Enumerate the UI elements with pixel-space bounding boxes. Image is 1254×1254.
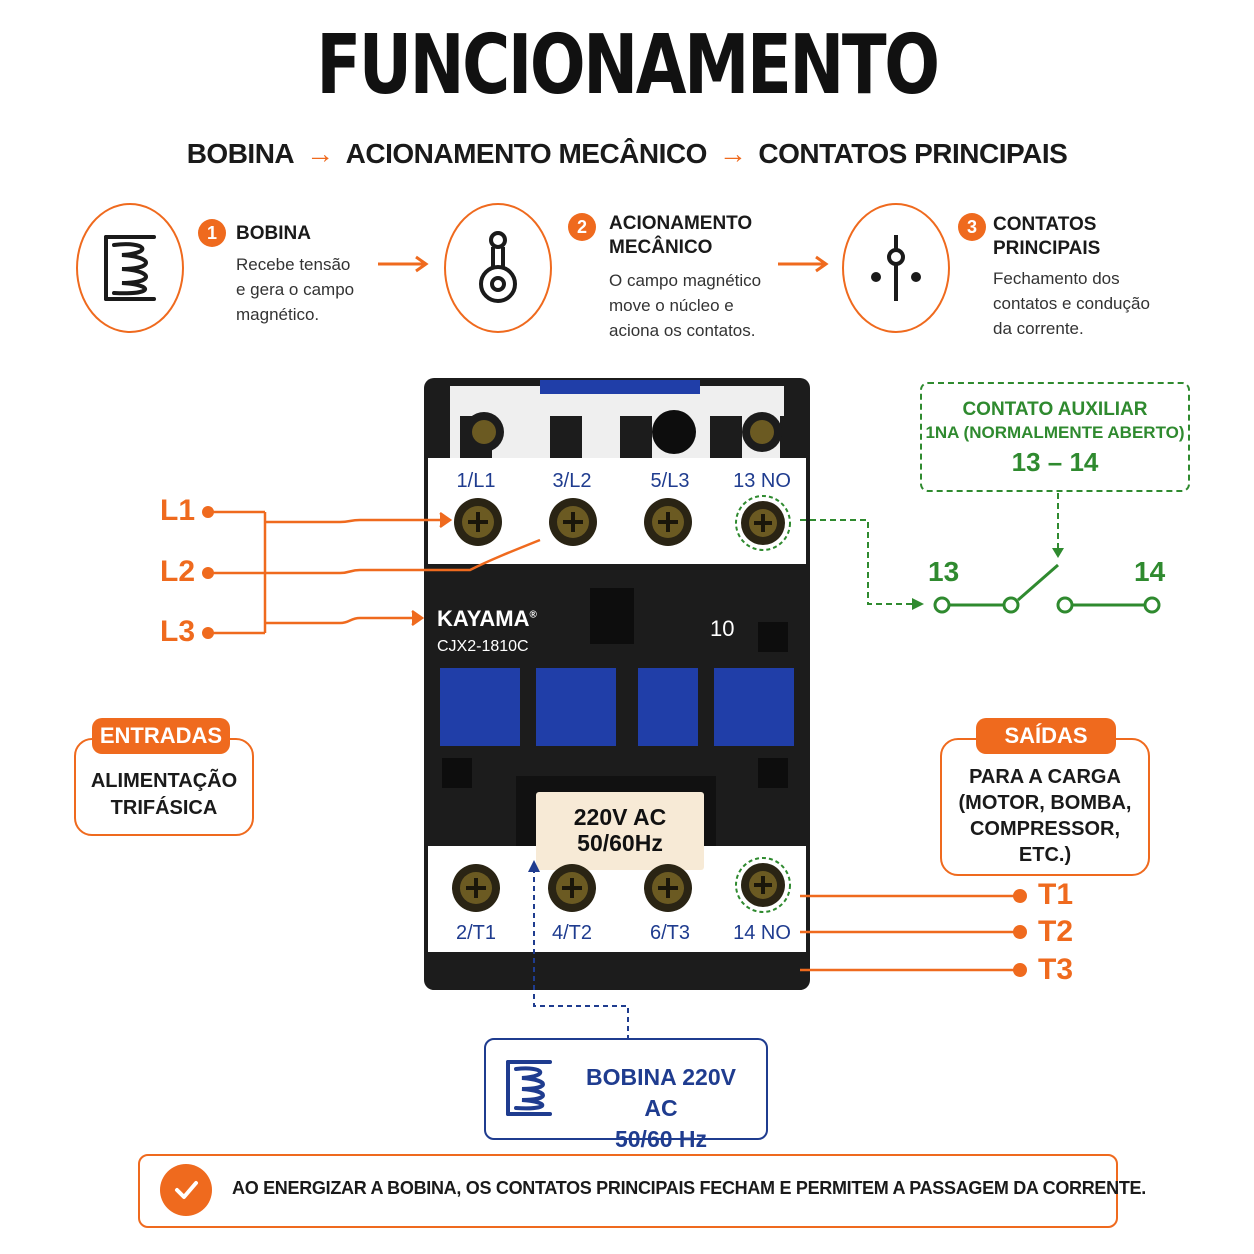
- terminal-label-14-no: 14 NO: [733, 922, 791, 944]
- terminal-label-3-l2: 3/L2: [552, 470, 592, 492]
- terminal-label-2-t1: 2/T1: [455, 922, 497, 944]
- terminal-label-4-t2: 4/T2: [551, 922, 593, 944]
- terminal-label-5-l3: 5/L3: [650, 470, 690, 492]
- output-line-t2: T2: [1038, 915, 1074, 948]
- arrow-right-icon: [378, 255, 429, 273]
- terminal-screw-14-no[interactable]: [734, 856, 792, 919]
- contactor-device: 1/L1 3/L2 5/L3 13 NO KAYAMA® CJX2-1810C …: [420, 378, 814, 990]
- brand-name: KAYAMA®: [437, 606, 537, 631]
- aux-code: 10: [710, 616, 735, 641]
- inputs-badge: ENTRADAS: [92, 718, 230, 754]
- coil-icon: [504, 1058, 554, 1123]
- aux-contact-title: CONTATO AUXILIAR: [962, 399, 1148, 420]
- terminal-screw-13-no[interactable]: [734, 494, 792, 557]
- aux-contact-subtitle: 1NA (NORMALMENTE ABERTO): [925, 423, 1185, 442]
- input-line-l3: L3: [160, 615, 196, 648]
- contact-icon: [842, 203, 950, 333]
- output-line-t1: T1: [1038, 878, 1074, 911]
- flow-step-coil: BOBINA: [186, 138, 295, 169]
- flow-step-contacts: CONTATOS PRINCIPAIS: [758, 138, 1068, 169]
- coil-icon: [76, 203, 184, 333]
- terminal-screw-3-l2[interactable]: [547, 496, 599, 553]
- arrow-right-icon: →: [718, 138, 747, 169]
- step-1-title: BOBINA: [236, 223, 311, 244]
- model-number: CJX2-1810C: [437, 638, 529, 655]
- terminal-screw-1-l1[interactable]: [452, 496, 504, 553]
- step-1-number: 1: [198, 219, 226, 247]
- terminal-screw-5-l3[interactable]: [642, 496, 694, 553]
- input-line-l2: L2: [160, 555, 196, 588]
- arrow-right-icon: →: [306, 138, 334, 169]
- terminal-screw-6-t3[interactable]: [642, 862, 694, 919]
- footer-note: AO ENERGIZAR A BOBINA, OS CONTATOS PRINC…: [138, 1154, 1146, 1228]
- aux-terminal-14-label: 14: [1134, 556, 1166, 587]
- page-title: FUNCIONAMENTO: [316, 18, 940, 113]
- footer-text: AO ENERGIZAR A BOBINA, OS CONTATOS PRINC…: [232, 1178, 1146, 1198]
- aux-contact-terminals: 13 – 14: [1011, 447, 1099, 477]
- step-3-number: 3: [958, 213, 986, 241]
- terminal-label-1-l1: 1/L1: [456, 470, 496, 492]
- flow-step-mechanical: ACIONAMENTO MECÂNICO: [345, 138, 708, 169]
- aux-terminal-13-label: 13: [928, 556, 960, 587]
- arrow-right-icon: [778, 255, 829, 273]
- process-flow: BOBINA → ACIONAMENTO MECÂNICO → CONTATOS PRI…: [0, 138, 1254, 170]
- step-2-number: 2: [568, 213, 596, 241]
- terminal-label-13-no: 13 NO: [733, 470, 791, 492]
- outputs-description: PARA A CARGA(MOTOR, BOMBA,COMPRESSOR,ETC…: [940, 738, 1150, 876]
- terminal-label-6-t3: 6/T3: [649, 922, 691, 944]
- terminal-screw-2-t1[interactable]: [450, 862, 502, 919]
- mechanism-icon: [444, 203, 552, 333]
- aux-contact-box: CONTATO AUXILIAR 1NA (NORMALMENTE ABERTO…: [920, 382, 1190, 492]
- outputs-badge: SAÍDAS: [976, 718, 1116, 754]
- check-icon: [160, 1164, 212, 1216]
- output-line-t3: T3: [1038, 953, 1074, 986]
- input-line-l1: L1: [160, 494, 196, 527]
- terminal-screw-4-t2[interactable]: [546, 862, 598, 919]
